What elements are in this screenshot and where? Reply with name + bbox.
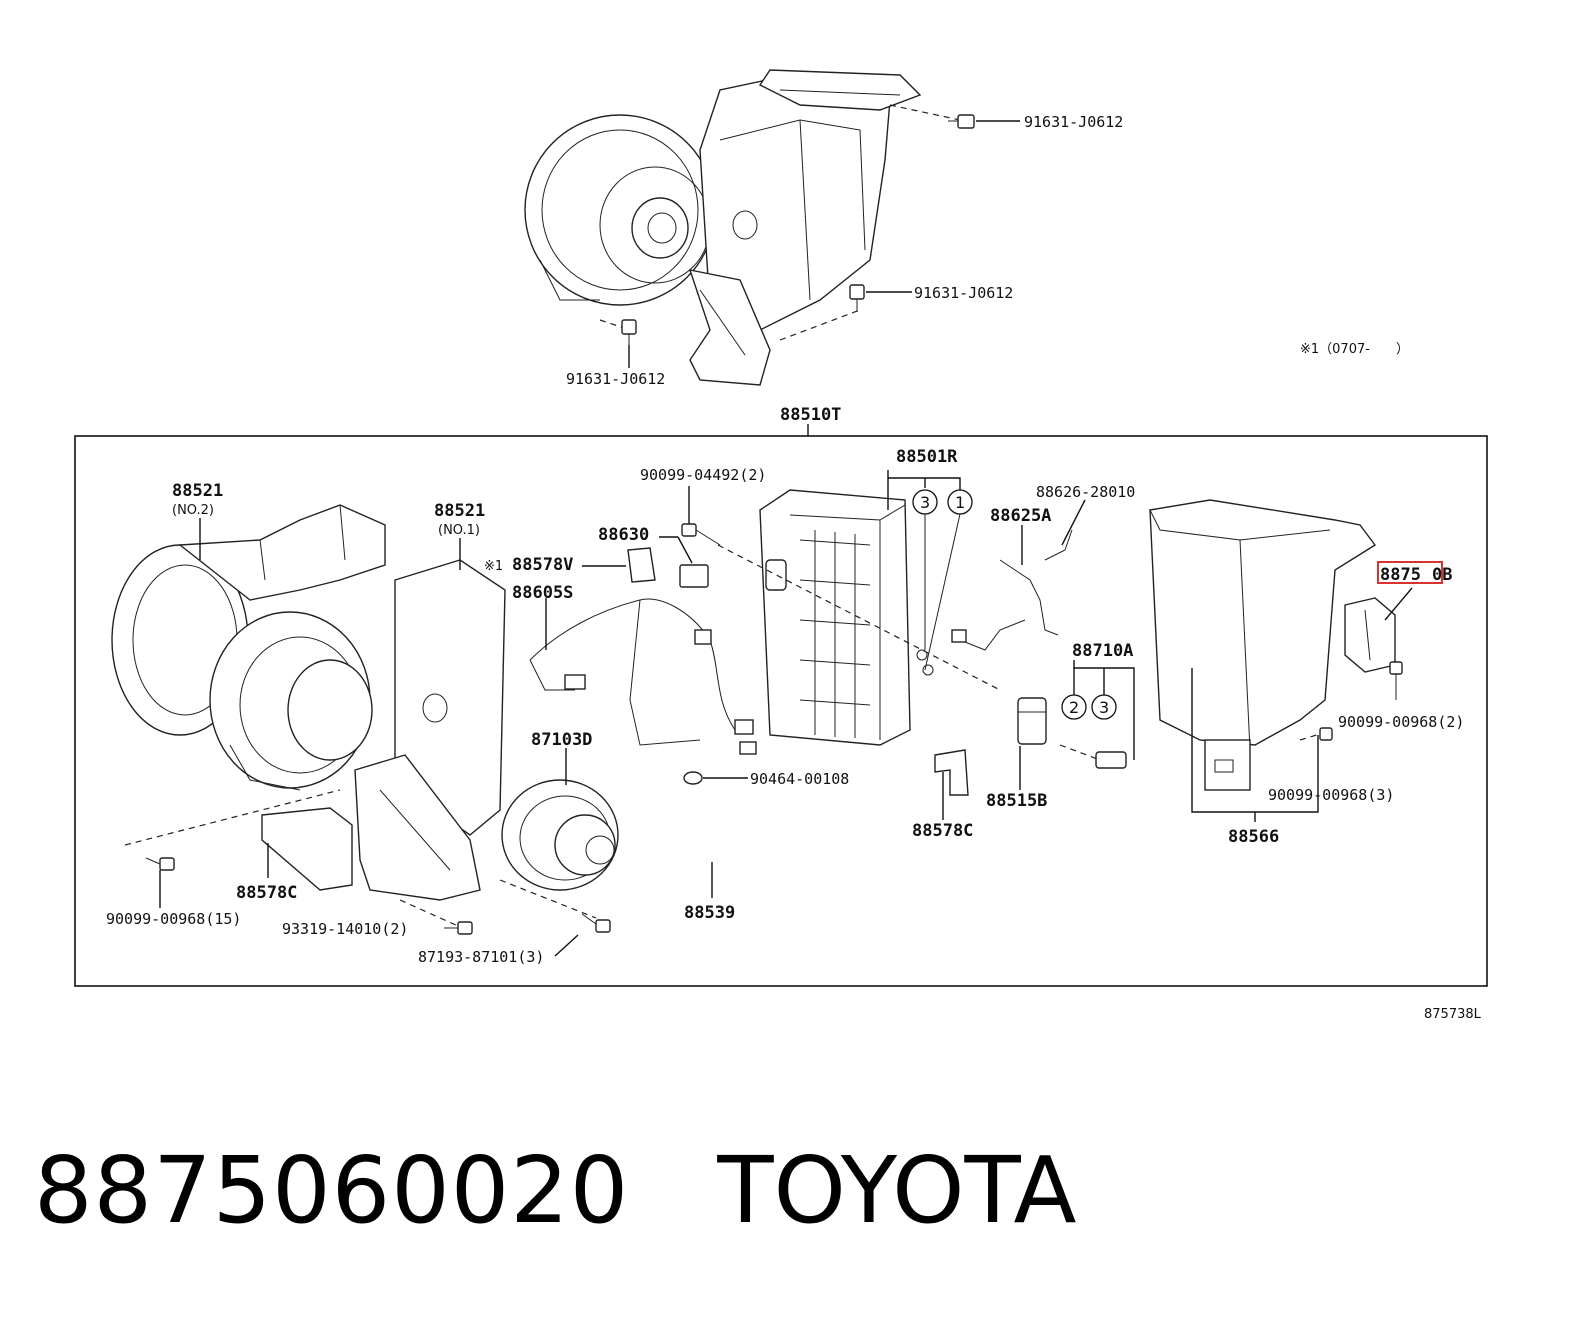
assembly-frame bbox=[74, 435, 1488, 987]
screw-icon bbox=[681, 523, 721, 546]
label-note-mark: ※1 bbox=[484, 559, 503, 574]
label-pipe: 88710A bbox=[1072, 641, 1133, 661]
label-clamp: 90464-00108 bbox=[750, 770, 849, 788]
bolt-icon bbox=[948, 114, 975, 129]
label-harness-v: 88578V bbox=[512, 555, 573, 575]
label-resistor-suffix: 0B bbox=[1432, 565, 1452, 585]
screw-icon bbox=[1299, 727, 1333, 741]
circle-marker-number: 3 bbox=[920, 493, 930, 512]
label-motor: 87103D bbox=[531, 730, 592, 750]
label-case-no2-sub: (NO.2) bbox=[172, 503, 214, 518]
label-pad-right: 88578C bbox=[912, 821, 973, 841]
part-number: 8875060020 bbox=[34, 1136, 630, 1244]
assembly-label: 88510T bbox=[780, 405, 841, 425]
label-pad-left: 88578C bbox=[236, 883, 297, 903]
pad-right-illustration bbox=[934, 749, 969, 796]
screw-icon bbox=[1389, 661, 1403, 700]
label-relay: 88630 bbox=[598, 525, 649, 545]
label-harness-s: 88605S bbox=[512, 583, 573, 603]
label-screw-motor: 87193-87101(3) bbox=[418, 948, 544, 966]
highlight-box bbox=[1377, 561, 1443, 584]
label-case-no2: 88521 bbox=[172, 481, 223, 501]
top-assembly-illustration bbox=[524, 69, 961, 386]
harness-clip-illustration bbox=[627, 547, 656, 583]
case-no1-illustration bbox=[209, 559, 506, 901]
circle-marker bbox=[1061, 694, 1087, 720]
bolt-icon bbox=[621, 319, 637, 345]
label-thermistor: 88625A bbox=[990, 506, 1051, 526]
label-91631-j0612-a: 91631-J0612 bbox=[1024, 113, 1123, 131]
label-screw-top: 90099-04492(2) bbox=[640, 466, 766, 484]
clamp-icon bbox=[683, 771, 703, 785]
circle-marker-number: 1 bbox=[955, 493, 965, 512]
footer: 8875060020 TOYOTA bbox=[34, 1135, 1077, 1245]
label-screw-right-lower: 90099-00968(3) bbox=[1268, 786, 1394, 804]
label-screw-right-upper: 90099-00968(2) bbox=[1338, 713, 1464, 731]
parts-diagram: 91631-J0612 91631-J0612 91631-J0612 ※1（0… bbox=[74, 69, 1488, 1022]
screw-icon bbox=[581, 913, 611, 933]
bolt-icon bbox=[849, 284, 865, 312]
screw-icon bbox=[444, 921, 473, 935]
expansion-valve-illustration bbox=[1017, 697, 1047, 745]
duct-illustration bbox=[1149, 499, 1377, 791]
label-duct: 88566 bbox=[1228, 827, 1279, 847]
relay-illustration bbox=[679, 564, 709, 588]
circle-marker-number: 3 bbox=[1099, 698, 1109, 717]
label-resistor: 8875 bbox=[1380, 565, 1421, 585]
brand-name: TOYOTA bbox=[717, 1136, 1077, 1244]
resistor-illustration bbox=[1344, 597, 1396, 673]
label-screw-mid: 93319-14010(2) bbox=[282, 920, 408, 938]
circle-marker bbox=[1091, 694, 1117, 720]
label-sensor-clip: 88626-28010 bbox=[1036, 483, 1135, 501]
label-91631-j0612-c: 91631-J0612 bbox=[566, 370, 665, 388]
wire-harness-illustration bbox=[529, 598, 736, 731]
screw-icon bbox=[145, 857, 175, 871]
thermistor-illustration bbox=[999, 559, 1059, 636]
refrigerant-pipe-illustration bbox=[1065, 751, 1141, 946]
label-screw-left: 90099-00968(15) bbox=[106, 910, 241, 928]
label-91631-j0612-b: 91631-J0612 bbox=[914, 284, 1013, 302]
label-evaporator: 88501R bbox=[896, 447, 958, 467]
label-hose: 88539 bbox=[684, 903, 735, 923]
drawing-id: 875738L bbox=[1424, 1007, 1482, 1022]
evaporator-illustration bbox=[759, 489, 911, 746]
circle-marker-number: 2 bbox=[1069, 698, 1079, 717]
label-case-no1: 88521 bbox=[434, 501, 485, 521]
blower-motor-illustration bbox=[501, 779, 619, 891]
label-expansion-valve: 88515B bbox=[986, 791, 1047, 811]
pad-illustration bbox=[261, 807, 353, 891]
label-case-no1-sub: (NO.1) bbox=[438, 523, 480, 538]
note-1-label: ※1（0707- ） bbox=[1300, 342, 1409, 357]
